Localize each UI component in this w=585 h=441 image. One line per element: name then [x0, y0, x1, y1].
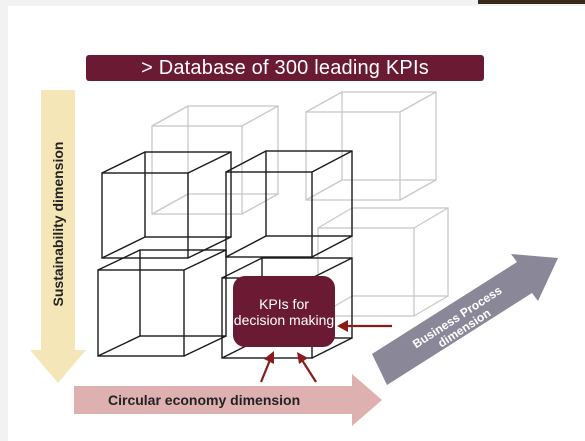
pointer-arrow	[297, 352, 317, 383]
kpi-decision-box: KPIs for decision making	[233, 276, 335, 347]
sustainability-arrow	[30, 90, 86, 383]
background-cube	[151, 105, 279, 215]
sustainability-dimension-label: Sustainability dimension	[50, 141, 66, 307]
foreground-cubes	[97, 150, 353, 359]
corner-image	[478, 0, 585, 4]
pointer-arrow	[259, 351, 274, 383]
title-banner: > Database of 300 leading KPIs	[86, 55, 484, 81]
foreground-cube	[97, 249, 227, 357]
kpi-decision-label: KPIs for decision making	[233, 295, 335, 328]
background-cube	[305, 91, 437, 201]
pointer-arrow	[337, 320, 392, 332]
foreground-cube	[101, 151, 232, 259]
circular-economy-dimension-label: Circular economy dimension	[108, 392, 301, 408]
background-cubes	[151, 91, 449, 317]
background-cube	[317, 207, 449, 317]
foreground-cube	[225, 150, 353, 258]
business-process-arrow	[372, 254, 558, 385]
circular-economy-arrow	[74, 374, 382, 426]
